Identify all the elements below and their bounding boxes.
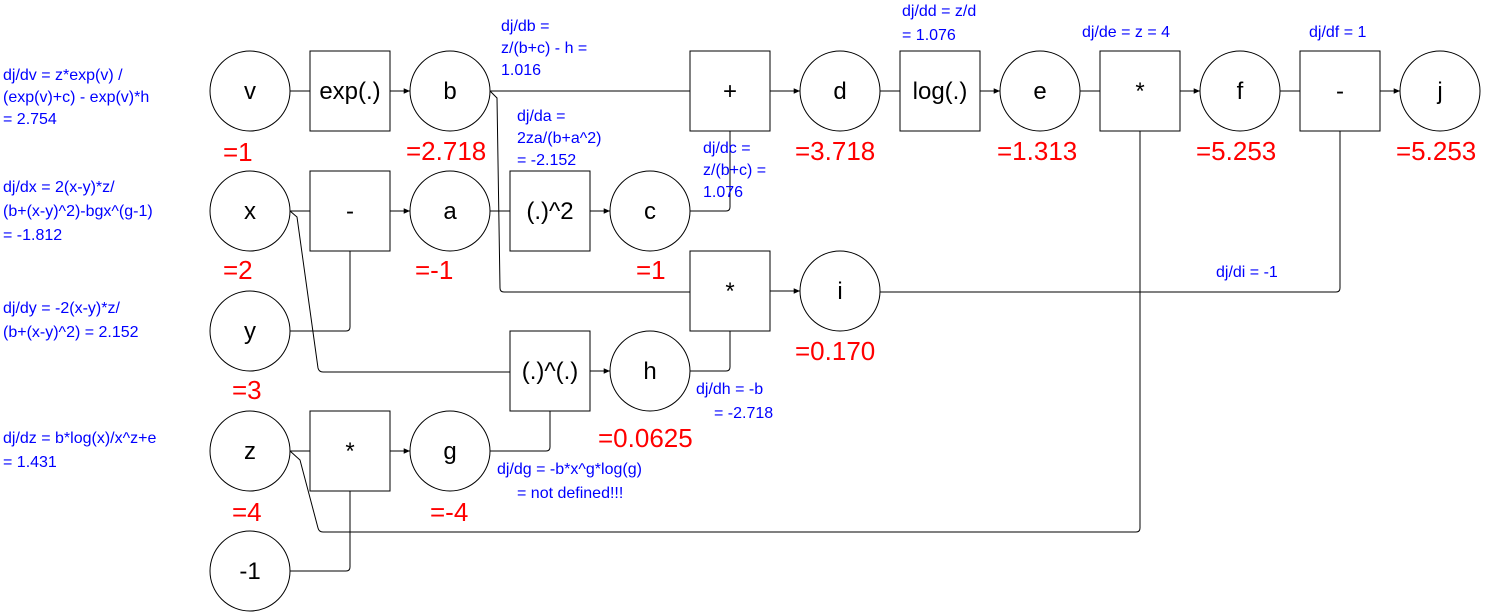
node-z-label: z bbox=[244, 438, 256, 465]
edges bbox=[289, 88, 1400, 572]
node-z bbox=[209, 410, 291, 492]
op-pow bbox=[509, 330, 591, 412]
value-b: =2.718 bbox=[406, 136, 486, 166]
node-v-label: v bbox=[244, 78, 256, 105]
value-f: =5.253 bbox=[1196, 136, 1276, 166]
node-f-label: f bbox=[1237, 78, 1244, 105]
node-y-label: y bbox=[244, 318, 256, 345]
op-square-label: (.)^2 bbox=[526, 198, 573, 225]
gradient-annotations: dj/dv = z*exp(v) / (exp(v)+c) - exp(v)*h… bbox=[3, 3, 1366, 502]
grad-da: dj/da = 2za/(b+a^2) = -2.152 bbox=[517, 108, 606, 169]
grad-dc: dj/dc = z/(b+c) = 1.076 bbox=[703, 140, 771, 201]
edge-c-plus bbox=[690, 131, 731, 212]
node-i-label: i bbox=[837, 278, 842, 305]
node-neg1-label: -1 bbox=[239, 558, 260, 585]
op-mult-zg-label: * bbox=[345, 438, 354, 465]
node-h-label: h bbox=[643, 358, 656, 385]
value-y: =3 bbox=[232, 375, 262, 405]
op-log bbox=[899, 50, 981, 132]
op-exp bbox=[309, 50, 391, 132]
grad-dv: dj/dv = z*exp(v) / (exp(v)+c) - exp(v)*h… bbox=[3, 67, 154, 128]
edge-i-minus bbox=[880, 131, 1341, 293]
grad-di: dj/di = -1 bbox=[1216, 264, 1278, 281]
node-b bbox=[409, 50, 491, 132]
node-e bbox=[999, 50, 1081, 132]
node-f bbox=[1199, 50, 1281, 132]
node-x-label: x bbox=[244, 198, 256, 225]
node-neg1 bbox=[209, 530, 291, 612]
op-pow-label: (.)^(.) bbox=[522, 358, 579, 385]
op-minus-fi-label: - bbox=[1336, 78, 1344, 105]
value-j: =5.253 bbox=[1396, 136, 1476, 166]
node-b-label: b bbox=[443, 78, 456, 105]
value-i: =0.170 bbox=[795, 336, 875, 366]
op-mult-ez bbox=[1099, 50, 1181, 132]
grad-dy: dj/dy = -2(x-y)*z/ (b+(x-y)^2) = 2.152 bbox=[3, 300, 139, 341]
op-mult-zg bbox=[309, 410, 391, 492]
node-d-label: d bbox=[833, 78, 846, 105]
edge-h-mult bbox=[690, 331, 731, 372]
edge-neg1-mult bbox=[290, 491, 351, 572]
grad-dd: dj/dd = z/d = 1.076 bbox=[902, 3, 981, 44]
op-mult-bh-label: * bbox=[725, 278, 734, 305]
value-d: =3.718 bbox=[795, 136, 875, 166]
value-e: =1.313 bbox=[997, 136, 1077, 166]
value-z: =4 bbox=[232, 497, 262, 527]
op-mult-bh bbox=[689, 250, 771, 332]
node-h bbox=[609, 330, 691, 412]
node-g-label: g bbox=[443, 438, 456, 465]
op-minus-xy bbox=[309, 170, 391, 252]
edge-b-mult bbox=[489, 90, 690, 293]
value-g: =-4 bbox=[430, 497, 468, 527]
node-i bbox=[799, 250, 881, 332]
node-y bbox=[209, 290, 291, 372]
node-v bbox=[209, 50, 291, 132]
node-c bbox=[609, 170, 691, 252]
value-x: =2 bbox=[223, 255, 253, 285]
edge-y-minus bbox=[290, 251, 351, 332]
edge-g-pow bbox=[490, 411, 551, 452]
value-c: =1 bbox=[636, 255, 666, 285]
node-e-label: e bbox=[1033, 78, 1046, 105]
op-exp-label: exp(.) bbox=[319, 78, 380, 105]
grad-db: dj/db = z/(b+c) - h = 1.016 bbox=[501, 18, 592, 79]
op-log-label: log(.) bbox=[913, 78, 968, 105]
op-minus-xy-label: - bbox=[346, 198, 354, 225]
op-minus-fi bbox=[1299, 50, 1381, 132]
op-square bbox=[509, 170, 591, 252]
forward-values: =1 =2 =3 =4 =2.718 =-1 =-4 =1 =0.0625 =3… bbox=[223, 136, 1476, 527]
grad-df: dj/df = 1 bbox=[1309, 24, 1366, 41]
node-x bbox=[209, 170, 291, 252]
node-c-label: c bbox=[644, 198, 656, 225]
value-h: =0.0625 bbox=[598, 423, 693, 453]
node-a bbox=[409, 170, 491, 252]
op-plus bbox=[689, 50, 771, 132]
grad-de: dj/de = z = 4 bbox=[1082, 24, 1170, 41]
op-plus-label: + bbox=[723, 78, 737, 105]
node-a-label: a bbox=[443, 198, 457, 225]
edge-z-mult-e bbox=[289, 131, 1141, 533]
value-a: =-1 bbox=[415, 255, 453, 285]
value-v: =1 bbox=[223, 137, 253, 167]
node-j-label: j bbox=[1436, 78, 1442, 105]
edge-x-pow bbox=[289, 210, 510, 373]
grad-dh: dj/dh = -b = -2.718 bbox=[696, 381, 773, 422]
grad-dz: dj/dz = b*log(x)/x^z+e = 1.431 bbox=[3, 430, 161, 471]
node-j bbox=[1399, 50, 1481, 132]
operation-nodes: exp(.) - * (.)^2 (.)^(.) + * log(.) * - bbox=[309, 50, 1381, 492]
grad-dg: dj/dg = -b*x^g*log(g) = not defined!!! bbox=[497, 461, 646, 502]
grad-dx: dj/dx = 2(x-y)*z/ (b+(x-y)^2)-bgx^(g-1) … bbox=[3, 179, 157, 244]
op-mult-ez-label: * bbox=[1135, 78, 1144, 105]
node-g bbox=[409, 410, 491, 492]
node-d bbox=[799, 50, 881, 132]
variable-nodes: v x y z -1 b a g c h d i e f j bbox=[209, 50, 1481, 612]
